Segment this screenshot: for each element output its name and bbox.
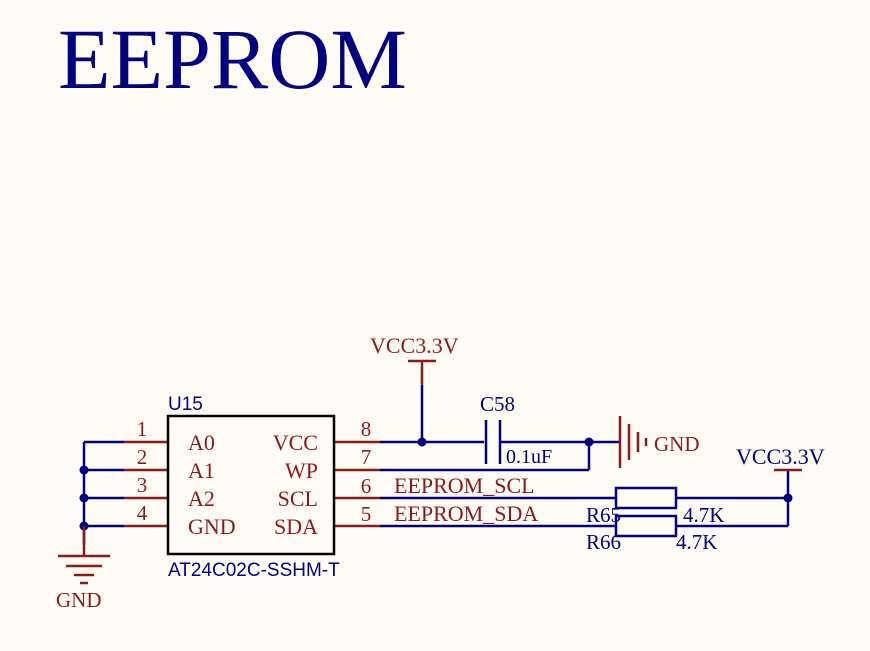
capacitor-designator: C58: [480, 392, 515, 416]
pin-name-a2: A2: [188, 486, 215, 511]
pin-name-scl: SCL: [278, 486, 318, 511]
ground-symbol-cap: [618, 416, 648, 468]
vcc-wiring: [380, 385, 484, 447]
pin-number-2: 2: [137, 445, 148, 469]
vcc-right-label: VCC3.3V: [736, 444, 825, 469]
capacitor-value: 0.1uF: [506, 446, 552, 468]
gnd-left-label: GND: [56, 588, 102, 612]
pin-name-sda: SDA: [274, 514, 318, 539]
pin-number-8: 8: [361, 417, 372, 441]
pin-number-1: 1: [137, 417, 148, 441]
net-label-scl: EEPROM_SCL: [394, 473, 535, 498]
pin-name-wp: WP: [285, 458, 318, 483]
pin-number-5: 5: [361, 502, 372, 526]
resistor-r65-value: 4.7K: [683, 503, 724, 527]
resistor-r66-value: 4.7K: [676, 530, 717, 554]
capacitor-c58: [484, 420, 620, 464]
resistor-r65: [614, 486, 678, 510]
left-address-wires: [79, 440, 124, 545]
chip-u15: [124, 414, 380, 556]
wp-wire: [380, 442, 591, 472]
vcc-power-port-top: [408, 359, 436, 385]
ground-symbol-left: [58, 526, 110, 585]
pin-name-gnd: GND: [188, 514, 236, 539]
resistor-r66: [614, 514, 678, 538]
pin-name-a0: A0: [188, 430, 215, 455]
page-title: EEPROM: [58, 11, 407, 107]
gnd-cap-label: GND: [654, 432, 700, 456]
i2c-wiring: [380, 470, 793, 528]
vcc-top-label: VCC3.3V: [370, 333, 459, 358]
pin-number-4: 4: [137, 501, 148, 525]
resistor-r66-designator: R66: [586, 530, 621, 554]
chip-designator: U15: [168, 394, 203, 415]
pin-number-7: 7: [361, 445, 372, 469]
pin-number-3: 3: [137, 473, 148, 497]
pin-number-6: 6: [361, 474, 372, 498]
chip-body: [166, 414, 336, 556]
resistor-r65-designator: R65: [586, 503, 621, 527]
pin-name-vcc: VCC: [273, 430, 318, 455]
net-label-sda: EEPROM_SDA: [394, 501, 538, 526]
pin-name-a1: A1: [188, 458, 215, 483]
chip-part-number: AT24C02C-SSHM-T: [168, 560, 340, 581]
